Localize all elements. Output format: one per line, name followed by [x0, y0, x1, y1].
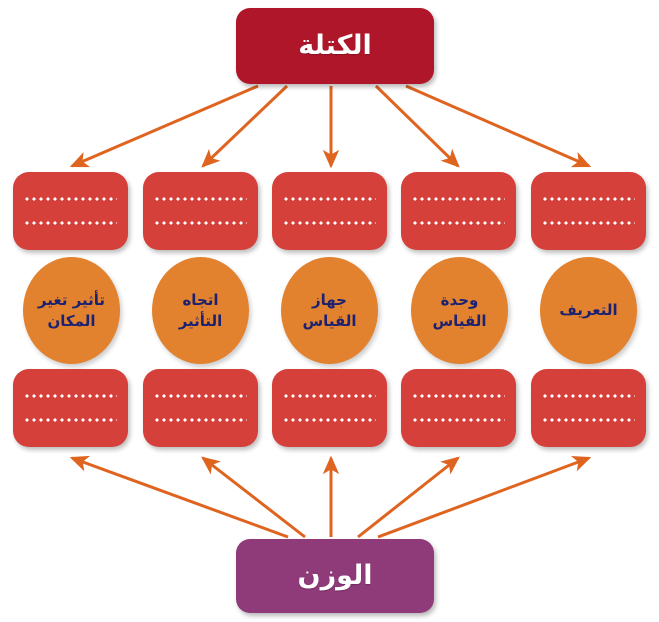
table-row[interactable] — [13, 172, 128, 250]
dotted-write-line — [542, 394, 635, 398]
concept-definition[interactable]: التعريف — [540, 257, 637, 364]
mass-node[interactable]: الكتلة — [236, 8, 434, 84]
dotted-write-line — [542, 418, 635, 422]
table-row[interactable] — [272, 172, 387, 250]
arrow-weight-to-blank-2 — [201, 456, 306, 539]
dotted-write-line — [24, 221, 117, 225]
dotted-write-line — [24, 418, 117, 422]
dotted-write-line — [412, 221, 505, 225]
dotted-write-line — [412, 418, 505, 422]
concept-label: تأثير تغير المكان — [37, 291, 106, 330]
table-row[interactable] — [272, 369, 387, 447]
table-row[interactable] — [401, 369, 516, 447]
dotted-write-line — [412, 197, 505, 201]
dotted-write-line — [283, 394, 376, 398]
dotted-write-line — [154, 394, 247, 398]
dotted-write-line — [154, 221, 247, 225]
dotted-write-line — [154, 418, 247, 422]
arrow-weight-to-blank-1 — [69, 455, 289, 539]
dotted-write-line — [412, 394, 505, 398]
concept-place-change-effect[interactable]: تأثير تغير المكان — [23, 257, 120, 364]
weight-node-label: الوزن — [297, 560, 373, 592]
concept-measuring-device[interactable]: جهاز القياس — [281, 257, 378, 364]
dotted-write-line — [283, 197, 376, 201]
table-row[interactable] — [401, 172, 516, 250]
arrow-weight-to-blank-5 — [377, 455, 592, 539]
dotted-write-line — [283, 221, 376, 225]
concept-label: وحدة القياس — [432, 291, 487, 330]
table-row[interactable] — [143, 172, 258, 250]
weight-node[interactable]: الوزن — [236, 539, 434, 613]
dotted-write-line — [542, 221, 635, 225]
mass-node-label: الكتلة — [298, 30, 372, 62]
concept-measuring-unit[interactable]: وحدة القياس — [411, 257, 508, 364]
table-row[interactable] — [143, 369, 258, 447]
table-row[interactable] — [531, 172, 646, 250]
concept-label: اتجاه التأثير — [178, 291, 223, 330]
dotted-write-line — [24, 394, 117, 398]
concept-label: جهاز القياس — [302, 291, 357, 330]
table-row[interactable] — [13, 369, 128, 447]
dotted-write-line — [154, 197, 247, 201]
dotted-write-line — [542, 197, 635, 201]
dotted-write-line — [283, 418, 376, 422]
arrow-mass-to-blank-1 — [69, 84, 259, 168]
arrow-mass-to-blank-5 — [405, 84, 592, 168]
arrow-mass-to-blank-2 — [201, 84, 289, 168]
arrow-weight-to-blank-4 — [357, 456, 460, 539]
arrow-mass-to-blank-4 — [374, 84, 460, 168]
table-row[interactable] — [531, 369, 646, 447]
concept-label: التعريف — [559, 301, 618, 320]
concept-effect-direction[interactable]: اتجاه التأثير — [152, 257, 249, 364]
dotted-write-line — [24, 197, 117, 201]
